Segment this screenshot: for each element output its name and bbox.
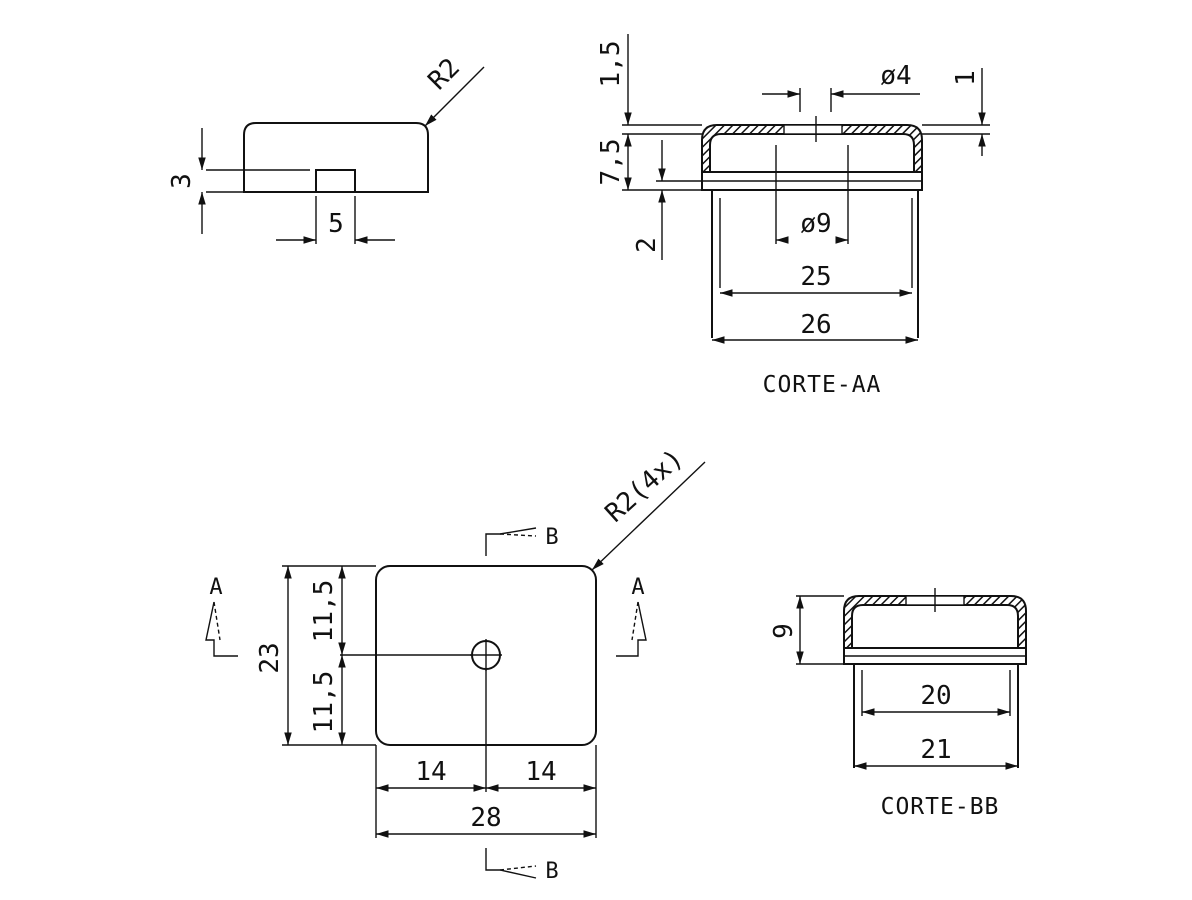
section-aa-inner-label: 25 [800,262,831,292]
side-view-notch [315,169,356,192]
section-bb-inner-label: 20 [920,681,951,711]
section-a-label-right: A [631,575,644,600]
top-width-label: 28 [470,803,501,833]
side-view-outline [243,122,429,193]
section-a-label-left: A [209,575,222,600]
section-aa-lip-label: 2 [632,237,662,253]
section-aa-boss-label: ø9 [800,209,831,239]
section-b-label-top: B [545,525,558,550]
section-bb-title: CORTE-BB [881,794,1000,820]
section-aa-hole-label: ø4 [880,61,911,91]
section-bb-height-label: 9 [769,623,799,639]
section-bb: 20 21 9 CORTE-BB [769,588,1027,820]
side-height-label: 3 [167,173,197,189]
section-b-label-bottom: B [545,859,558,884]
section-aa-topgap-label: 1,5 [596,41,626,88]
top-half-width-right-label: 14 [525,757,556,787]
top-half-width-left-label: 14 [415,757,446,787]
side-radius-label: R2 [423,53,466,96]
section-b-marker-top: B [485,525,559,556]
section-aa-wall-label: 1 [951,70,981,86]
top-radius-label: R2(4x) [600,443,690,528]
section-aa-title: CORTE-AA [763,372,882,398]
side-notch-label: 5 [328,209,344,239]
side-view: 3 5 R2 [167,53,485,244]
top-half-height-bottom-label: 11,5 [309,671,339,734]
section-b-marker-bottom: B [485,848,559,884]
section-a-marker-right: A [616,575,647,657]
top-half-height-top-label: 11,5 [309,580,339,643]
section-aa-height-label: 7,5 [596,139,626,186]
top-height-label: 23 [255,642,285,673]
section-bb-outer-label: 21 [920,735,951,765]
section-aa: ø9 25 26 ø4 1,5 7,5 2 1 CORTE-AA [596,34,990,398]
section-a-marker-left: A [205,575,238,657]
section-aa-outer-label: 26 [800,310,831,340]
top-view: 23 11,5 11,5 14 14 28 R2(4x) A A [205,443,706,884]
